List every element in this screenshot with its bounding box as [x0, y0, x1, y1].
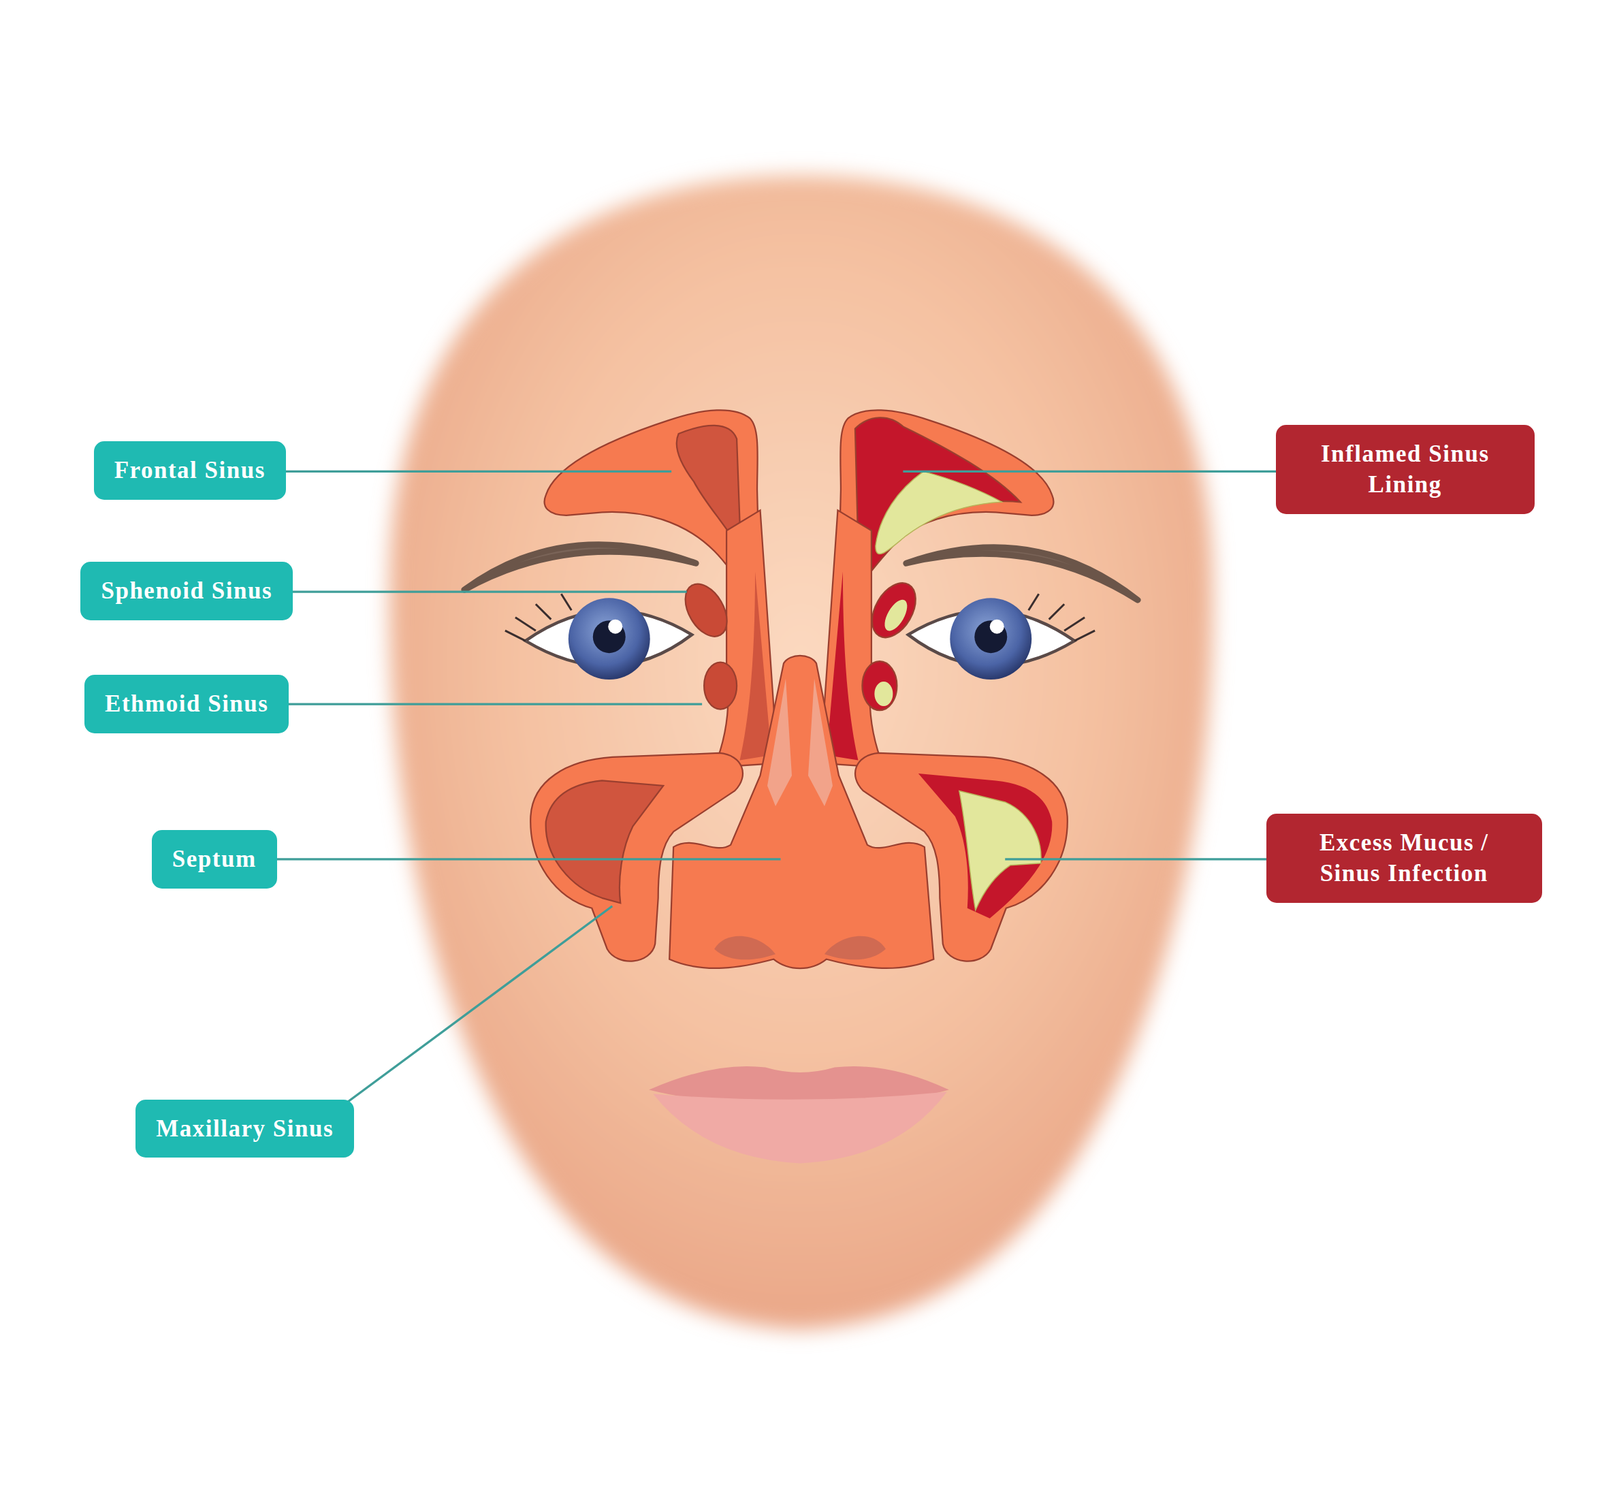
medial-wall-shade: [740, 571, 772, 760]
eye-highlight: [608, 619, 623, 634]
medial-wall: [714, 509, 778, 768]
leader-lines: [245, 471, 1348, 1133]
ethmoid-sinus-shape: [861, 661, 897, 711]
leader-line: [245, 470, 672, 473]
face-outline: [389, 175, 1213, 1330]
iris: [949, 597, 1032, 680]
label-box: Inflamed Sinus Lining: [1275, 424, 1535, 515]
ethmoid-sinus-shape: [704, 662, 737, 710]
inflamed-lining: [855, 417, 1021, 587]
mucus: [874, 681, 893, 707]
label-box: Maxillary Sinus: [135, 1099, 355, 1159]
eyebrow: [464, 544, 696, 591]
label-text: Frontal Sinus: [114, 454, 266, 487]
leader-line: [245, 857, 781, 860]
leader-line: [245, 702, 702, 705]
label-box: Frontal Sinus: [93, 441, 286, 500]
eyelashes: [1028, 593, 1095, 641]
nasal-passage: [767, 678, 833, 807]
leader-line: [306, 906, 613, 1133]
label-text: Inflamed Sinus Lining: [1296, 438, 1515, 501]
medial-wall-lining: [826, 571, 858, 760]
sphenoid-sinus-shape: [863, 575, 925, 645]
label-box: Septum: [151, 829, 278, 889]
maxillary-sinus-cavity: [546, 780, 664, 903]
eye-highlight: [989, 619, 1005, 634]
lower-lip: [652, 1092, 948, 1164]
label-box: Excess Mucus / Sinus Infection: [1266, 813, 1543, 903]
iris: [568, 597, 651, 680]
label-text: Septum: [172, 843, 257, 875]
eyebrow: [906, 547, 1138, 600]
eye: [505, 593, 692, 680]
label-box: Ethmoid Sinus: [84, 674, 289, 734]
leader-line: [245, 590, 687, 594]
nose-septum: [669, 655, 934, 969]
mucus: [959, 790, 1042, 910]
label-text: Sphenoid Sinus: [100, 575, 273, 607]
mucus: [880, 596, 912, 635]
label-text: Excess Mucus / Sinus Infection: [1286, 827, 1522, 890]
nostril: [714, 936, 886, 960]
inflamed-lining: [918, 773, 1052, 919]
eye: [908, 593, 1095, 680]
label-text: Maxillary Sinus: [155, 1113, 334, 1145]
sphenoid-sinus-shape: [676, 576, 736, 644]
mucus: [875, 471, 1003, 554]
label-box: Sphenoid Sinus: [80, 561, 293, 621]
label-text: Ethmoid Sinus: [104, 688, 269, 720]
eyelashes: [505, 593, 572, 641]
